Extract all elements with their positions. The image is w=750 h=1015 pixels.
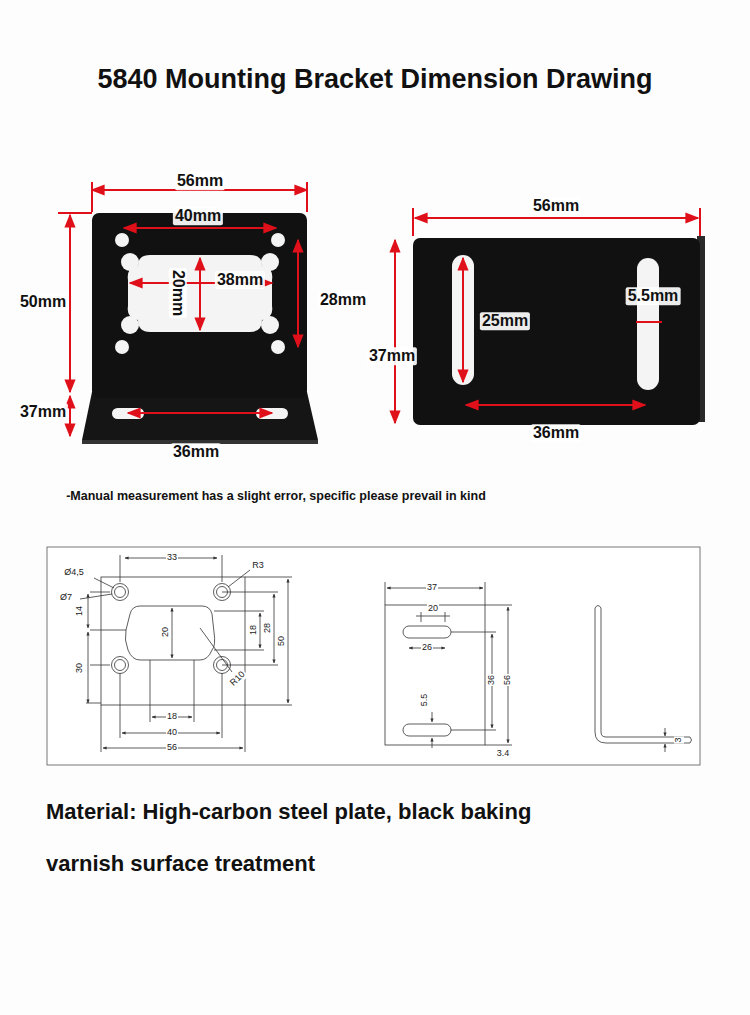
drawing-dimension: 5.5	[420, 693, 430, 708]
drawing-dimension: 28	[263, 622, 273, 634]
dimension-label: 20mm	[169, 268, 187, 318]
drawing-dimension: R3	[251, 561, 265, 571]
note-text: -Manual measurement has a slight error, …	[66, 490, 486, 504]
drawing-dimension: 3.4	[496, 749, 511, 759]
drawing-dimension: 56	[166, 743, 178, 753]
dimension-label: 5.5mm	[626, 287, 681, 305]
drawing-dimension: 20	[161, 626, 171, 638]
front-view	[80, 555, 292, 752]
drawing-dimension: R10	[228, 669, 248, 689]
drawing-dimension: 40	[166, 728, 178, 738]
drawing-dimension: 36	[487, 674, 497, 686]
bracket-photo-front	[82, 213, 318, 444]
drawing-dimension: Ø7	[59, 593, 73, 603]
drawing-dimension: 20	[427, 604, 439, 614]
dimension-label: 50mm	[18, 293, 68, 311]
title: 5840 Mounting Bracket Dimension Drawing	[97, 65, 652, 95]
drawing-dimension: 18	[166, 712, 178, 722]
material-note: Material: High-carbon steel plate, black…	[46, 786, 606, 890]
drawing-frame	[47, 547, 700, 765]
drawing-dimension: 33	[166, 553, 178, 563]
drawing-dimension: 56	[503, 674, 513, 686]
dimension-label: 38mm	[215, 271, 265, 289]
side-view	[595, 606, 692, 753]
dimension-label: 37mm	[367, 347, 417, 365]
dimension-label: 25mm	[480, 312, 530, 330]
drawing-dimension: 30	[75, 662, 85, 674]
dimension-label: 56mm	[531, 197, 581, 215]
drawing-dimension: 3	[674, 736, 684, 743]
photo-dimension-lines	[58, 182, 307, 436]
drawing-dimension: Ø4,5	[63, 568, 85, 578]
dimension-label: 36mm	[531, 424, 581, 442]
photo-dimension-lines	[395, 208, 700, 423]
drawing-dimension: 18	[249, 624, 259, 636]
bracket-photo-base	[413, 236, 705, 425]
dimension-label: 40mm	[173, 207, 223, 225]
drawing-dimension: 26	[421, 643, 433, 653]
dimension-label: 28mm	[318, 291, 368, 309]
drawing-dimension: 14	[75, 605, 85, 617]
dimension-label: 36mm	[171, 443, 221, 461]
base-view	[385, 582, 512, 748]
dimension-label: 56mm	[175, 172, 225, 190]
drawing-dimension: 37	[426, 583, 438, 593]
drawing-dimension: 50	[277, 635, 287, 647]
dimension-label: 37mm	[18, 403, 68, 421]
